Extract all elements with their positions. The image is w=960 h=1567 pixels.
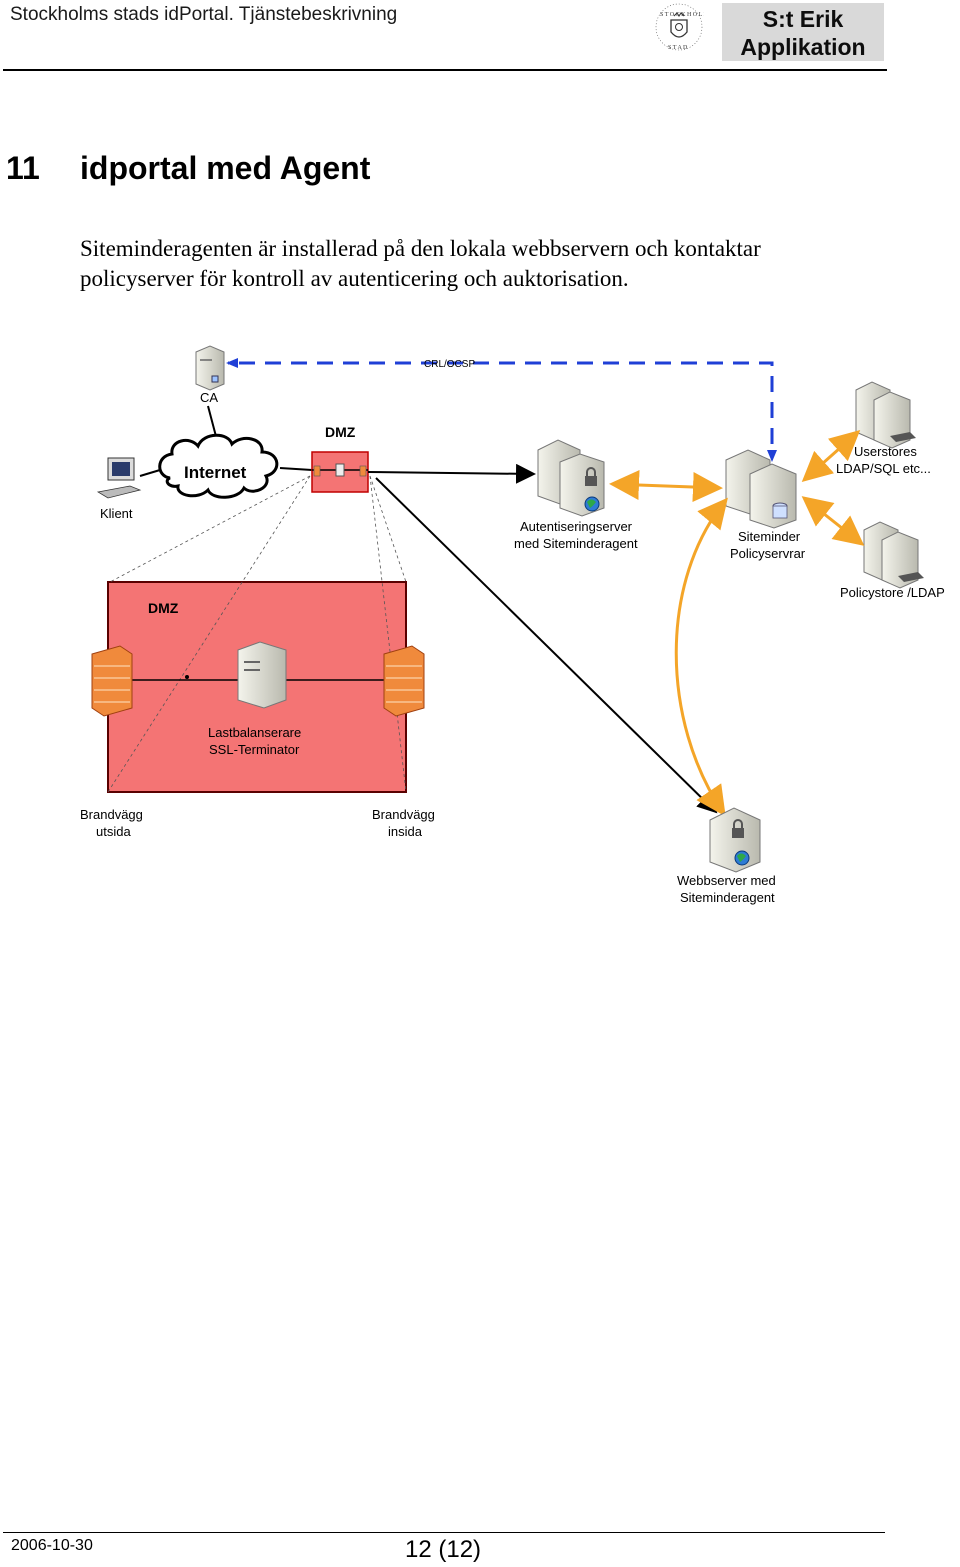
auth-siteminder-link <box>609 470 723 502</box>
crl-ocsp-label: CRL/OCSP <box>424 359 475 370</box>
siteminder-userstores-link <box>801 430 861 482</box>
application-badge-line2: Applikation <box>740 34 866 60</box>
dmz-zone-label: DMZ <box>148 600 179 616</box>
auth-server-icon <box>537 439 605 517</box>
load-balancer-server-icon <box>237 641 287 709</box>
policystore-server-icon <box>863 521 924 589</box>
internet-label: Internet <box>184 463 247 482</box>
document-header-title: Stockholms stads idPortal. Tjänstebeskri… <box>10 4 398 25</box>
network-architecture-diagram: DMZ Lastbalanserare SSL-Terminator Brand… <box>80 345 945 905</box>
body-line-2: policyserver för kontroll av autenticeri… <box>80 266 629 291</box>
footer-date: 2006-10-30 <box>11 1537 93 1554</box>
application-badge: S:t Erik Applikation <box>722 3 884 61</box>
firewall-inside-label-1: Brandvägg <box>372 807 435 822</box>
body-paragraph: Siteminderagenten är installerad på den … <box>80 234 900 294</box>
dmz-auth-link <box>367 463 536 484</box>
userstores-label-2: LDAP/SQL etc... <box>836 461 931 476</box>
body-line-1: Siteminderagenten är installerad på den … <box>80 236 761 261</box>
firewall-outside-label-1: Brandvägg <box>80 807 143 822</box>
application-badge-line1: S:t Erik <box>762 6 844 32</box>
section-number: 11 <box>6 150 40 186</box>
internet-cloud-icon <box>158 433 279 499</box>
load-balancer-label-1: Lastbalanserare <box>208 725 301 740</box>
load-balancer-label-2: SSL-Terminator <box>209 742 300 757</box>
siteminder-policy-server-icon <box>725 449 797 529</box>
firewall-inside-label-2: insida <box>388 824 423 839</box>
siteminder-label-1: Siteminder <box>738 529 801 544</box>
firewall-inside-icon <box>383 645 425 717</box>
userstores-server-icon <box>855 381 916 449</box>
dmz-top-label: DMZ <box>325 424 356 440</box>
ca-label: CA <box>200 390 218 405</box>
page-number: 12 (12) <box>405 1536 482 1563</box>
siteminder-label-2: Policyservrar <box>730 546 806 561</box>
siteminder-webserver-link <box>674 497 728 817</box>
dmz-webserver-link <box>375 477 718 814</box>
client-internet-link <box>139 469 161 477</box>
auth-server-label-1: Autentiseringserver <box>520 519 633 534</box>
client-label: Klient <box>100 506 133 521</box>
svg-text:S T A D: S T A D <box>668 45 688 51</box>
internet-dmz-link <box>279 467 313 471</box>
footer-divider <box>3 1532 885 1533</box>
siteminder-policystore-link <box>801 496 865 546</box>
header-divider <box>3 69 887 71</box>
stockholm-seal-logo: S T O C K H O L M S S T A D <box>655 3 704 51</box>
zoom-lines <box>107 475 407 793</box>
ca-server-icon <box>195 345 225 391</box>
webserver-label-2: Siteminderagent <box>680 890 775 905</box>
svg-text:S T O C K H O L M S: S T O C K H O L M S <box>660 12 704 18</box>
auth-server-label-2: med Siteminderagent <box>514 536 638 551</box>
webserver-label-1: Webbserver med <box>677 873 776 888</box>
crl-ocsp-link <box>228 361 774 444</box>
userstores-label-1: Userstores <box>854 444 917 459</box>
firewall-outside-icon <box>91 645 133 717</box>
webserver-icon <box>709 807 761 873</box>
firewall-outside-label-2: utsida <box>96 824 131 839</box>
section-heading: 11 idportal med Agent <box>6 150 370 187</box>
client-computer-icon <box>96 457 142 499</box>
section-title: idportal med Agent <box>80 150 371 186</box>
policystore-label: Policystore /LDAP <box>840 585 945 600</box>
